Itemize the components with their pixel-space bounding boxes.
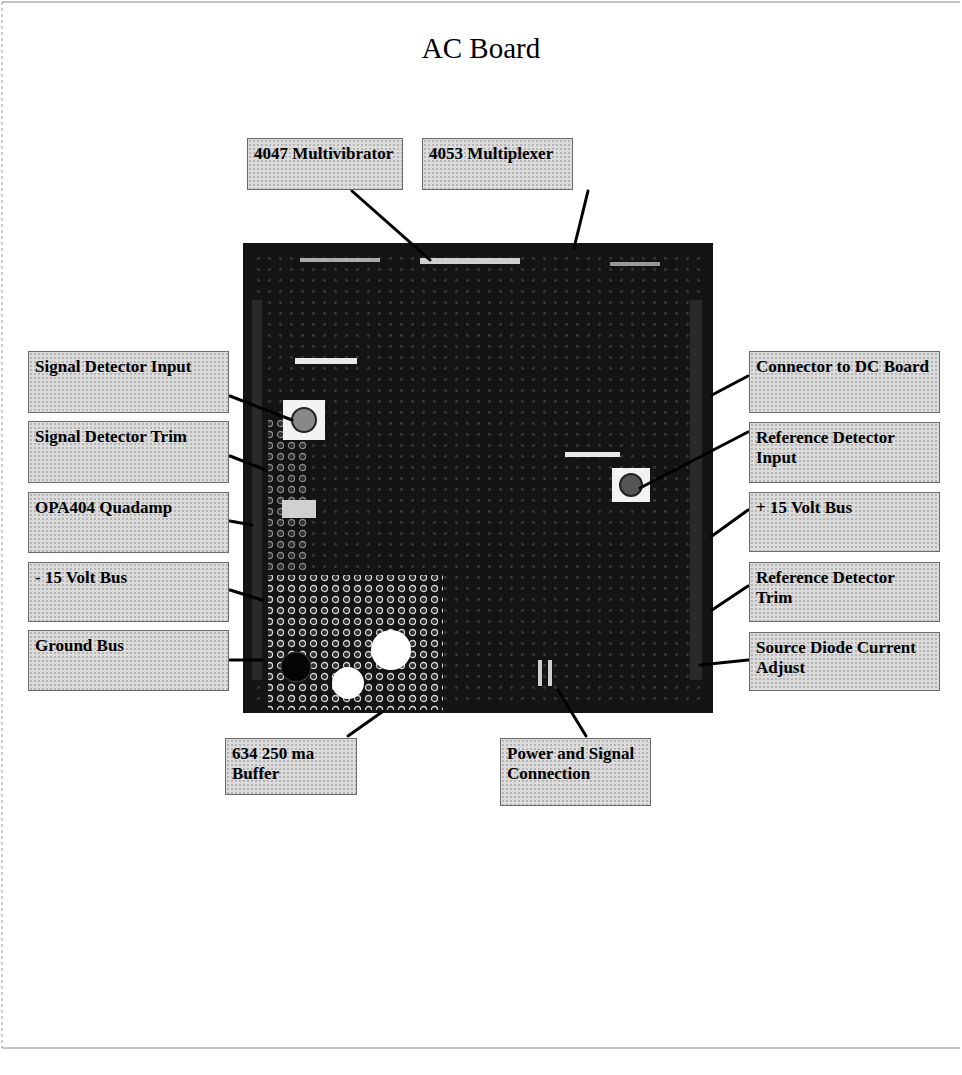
- callout-box: Signal Detector Input: [28, 351, 229, 413]
- leader-line: [574, 191, 588, 248]
- leader-line: [712, 586, 748, 610]
- leader-line: [230, 590, 262, 600]
- callout-box: Power and Signal Connection: [500, 738, 651, 806]
- callout-box: Signal Detector Trim: [28, 421, 229, 483]
- circuit-board: [243, 243, 713, 713]
- callout-label: Reference Detector Trim: [756, 568, 933, 608]
- frame-line: [2, 1048, 960, 1049]
- bus-strip: [690, 300, 702, 680]
- chip-edge: [300, 258, 380, 262]
- callout-label: Signal Detector Input: [35, 357, 222, 377]
- callout-label: 4053 Multiplexer: [429, 144, 566, 164]
- chip-edge: [420, 258, 520, 264]
- callout-label: OPA404 Quadamp: [35, 498, 222, 518]
- callout-box: OPA404 Quadamp: [28, 492, 229, 553]
- callout-label: Ground Bus: [35, 636, 222, 656]
- callout-box: 4047 Multivibrator: [247, 138, 403, 190]
- callout-label: 634 250 ma Buffer: [232, 744, 350, 784]
- capacitor: [371, 630, 411, 670]
- capacitor: [281, 652, 311, 682]
- chip-edge: [610, 262, 660, 266]
- callout-label: Source Diode Current Adjust: [756, 638, 933, 678]
- leader-line: [230, 396, 292, 420]
- leader-line: [230, 521, 252, 525]
- callout-box: + 15 Volt Bus: [749, 492, 940, 552]
- frame-line: [2, 2, 960, 3]
- wire-strip: [565, 452, 620, 457]
- callout-label: Reference Detector Input: [756, 428, 933, 468]
- trim-pot: [282, 500, 316, 518]
- leader-line: [712, 376, 748, 395]
- figure-title: AC Board: [0, 32, 962, 65]
- leader-line: [352, 191, 430, 260]
- callout-box: Ground Bus: [28, 630, 229, 691]
- leader-line: [700, 660, 748, 665]
- callout-label: Power and Signal Connection: [507, 744, 644, 784]
- callout-label: + 15 Volt Bus: [756, 498, 933, 518]
- callout-box: Reference Detector Trim: [749, 562, 940, 622]
- callout-box: Reference Detector Input: [749, 422, 940, 483]
- leader-line: [712, 510, 748, 536]
- leader-line: [640, 432, 748, 488]
- detector-socket: [620, 474, 642, 496]
- callout-label: Connector to DC Board: [756, 357, 933, 377]
- callout-label: - 15 Volt Bus: [35, 568, 222, 588]
- callout-label: 4047 Multivibrator: [254, 144, 396, 164]
- callout-box: 634 250 ma Buffer: [225, 738, 357, 795]
- detector-socket: [292, 408, 316, 432]
- board-perforation: [268, 575, 443, 710]
- connector-pin: [548, 660, 552, 686]
- leader-line: [558, 690, 586, 736]
- frame-line: [2, 2, 3, 1048]
- leader-line: [348, 712, 382, 736]
- callout-box: Source Diode Current Adjust: [749, 632, 940, 691]
- wire-strip: [295, 358, 357, 364]
- callout-label: Signal Detector Trim: [35, 427, 222, 447]
- callout-box: Connector to DC Board: [749, 351, 940, 413]
- callout-box: - 15 Volt Bus: [28, 562, 229, 622]
- board-perforation: [268, 420, 308, 570]
- leader-line: [230, 659, 262, 662]
- leader-line: [230, 456, 266, 470]
- capacitor: [332, 667, 364, 699]
- connector-pin: [538, 660, 542, 686]
- callout-box: 4053 Multiplexer: [422, 138, 573, 190]
- bus-strip: [252, 300, 262, 680]
